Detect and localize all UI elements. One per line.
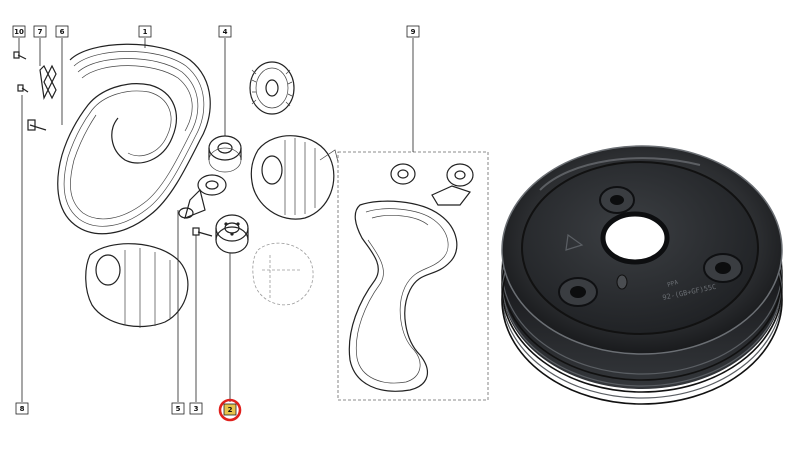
bolt-boss-top: [599, 186, 635, 214]
callout-10: 10: [12, 25, 26, 38]
camshaft-sprocket: [249, 61, 295, 115]
svg-text:5: 5: [176, 405, 181, 413]
highlight-ring: [218, 398, 242, 422]
water-pump-ghost: [252, 242, 314, 306]
stud-bolts: [13, 51, 47, 131]
svg-text:1: 1: [143, 28, 148, 36]
emboss-ppa-text: PPA: [666, 279, 679, 289]
svg-text:2: 2: [228, 406, 233, 414]
detail-box: [337, 151, 489, 401]
svg-text:6: 6: [60, 28, 65, 36]
tension-spring: [39, 64, 57, 100]
callout-4: 4: [218, 25, 232, 38]
svg-text:7: 7: [38, 28, 43, 36]
bolt-boss-right: [703, 253, 743, 283]
callout-1: 1: [138, 25, 152, 38]
leader-lines: [18, 38, 414, 402]
svg-text:3: 3: [194, 405, 199, 413]
bolt-boss-bottom: [558, 277, 598, 307]
ac-compressor: [85, 243, 189, 328]
callout-6: 6: [55, 25, 69, 38]
svg-text:4: 4: [223, 28, 228, 36]
bolt-3: [192, 227, 213, 237]
callout-8: 8: [15, 402, 29, 415]
callout-5: 5: [171, 402, 185, 415]
svg-text:8: 8: [20, 405, 25, 413]
auxiliary-belt: [57, 43, 211, 235]
water-pump-pulley-drawing: [215, 214, 249, 254]
callout-9: 9: [406, 25, 420, 38]
svg-text:10: 10: [14, 28, 24, 36]
pulley-photo: 92-(GB+GF)55C PPA: [501, 145, 783, 405]
locating-pin: [616, 274, 628, 290]
callout-3: 3: [189, 402, 203, 415]
callout-7: 7: [33, 25, 47, 38]
alternator: [250, 135, 339, 220]
tensioner-pulley: [178, 174, 227, 220]
svg-text:9: 9: [411, 28, 416, 36]
center-bore: [600, 211, 670, 265]
idler-pulley: [208, 135, 242, 173]
callout-2-highlighted: 2: [218, 398, 242, 422]
triangle-emboss-icon: [565, 233, 584, 251]
